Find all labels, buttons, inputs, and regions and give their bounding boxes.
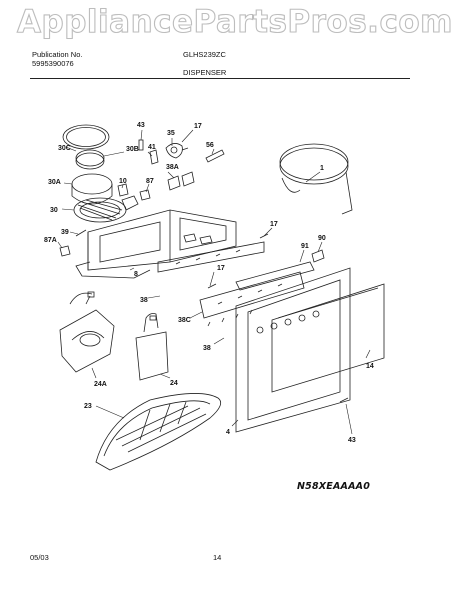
screw-43-bottom bbox=[339, 397, 349, 403]
front-panel-4 bbox=[235, 267, 351, 433]
callout-35: 35 bbox=[167, 130, 175, 137]
callout-30b: 30B bbox=[126, 146, 139, 153]
callout-43b: 43 bbox=[348, 437, 356, 444]
publication-label: Publication No. bbox=[32, 50, 83, 59]
ring-30c bbox=[62, 124, 110, 150]
callout-1: 1 bbox=[320, 165, 324, 172]
section-title: DISPENSER bbox=[183, 68, 227, 77]
callout-30c: 30C bbox=[58, 145, 71, 152]
board-38-lower bbox=[199, 271, 305, 327]
callout-4: 4 bbox=[226, 429, 230, 436]
publication-number: 5995390076 bbox=[32, 59, 74, 68]
housing-30a bbox=[71, 173, 113, 205]
flapper-24 bbox=[135, 313, 169, 381]
tabs-38a bbox=[167, 171, 195, 191]
callout-38a: 38A bbox=[166, 164, 179, 171]
diagram-code: N58XEAAAA0 bbox=[297, 481, 371, 492]
drip-tray-23 bbox=[95, 393, 222, 471]
callout-labels: 43 17 35 30C 30B 41 56 1 30A 10 87 38A 3… bbox=[44, 122, 374, 444]
footer-date: 05/03 bbox=[30, 553, 49, 562]
callout-17c: 17 bbox=[217, 265, 225, 272]
board-38-upper bbox=[157, 241, 265, 273]
callout-90: 90 bbox=[318, 235, 326, 242]
callout-14: 14 bbox=[366, 363, 374, 370]
callout-10: 10 bbox=[119, 178, 127, 185]
callout-17: 17 bbox=[194, 123, 202, 130]
callout-38b: 38 bbox=[203, 345, 211, 352]
bezel-91 bbox=[235, 249, 325, 291]
watermark-logo: AppliancePartsPros.com bbox=[16, 3, 453, 40]
overlay-14 bbox=[271, 283, 385, 393]
tube-1 bbox=[279, 143, 353, 215]
callout-38c: 38C bbox=[178, 317, 191, 324]
chute-door-24a bbox=[59, 291, 115, 373]
callout-23: 23 bbox=[84, 403, 92, 410]
disc-30b bbox=[75, 149, 105, 170]
small-parts-top bbox=[117, 139, 225, 201]
page-number: 14 bbox=[213, 553, 222, 562]
callout-24a: 24A bbox=[94, 381, 107, 388]
callout-30a: 30A bbox=[48, 179, 61, 186]
screws-17 bbox=[181, 147, 269, 289]
callout-43: 43 bbox=[137, 122, 145, 129]
pin-39 bbox=[75, 229, 87, 237]
model-number: GLHS239ZC bbox=[183, 50, 226, 59]
leader-lines bbox=[57, 129, 371, 435]
clip-87a bbox=[59, 245, 71, 257]
callout-41: 41 bbox=[148, 144, 156, 151]
callout-87a: 87A bbox=[44, 237, 57, 244]
callout-30: 30 bbox=[50, 207, 58, 214]
callout-38: 38 bbox=[140, 297, 148, 304]
callout-17b: 17 bbox=[270, 221, 278, 228]
frame-8 bbox=[75, 209, 237, 279]
callout-39: 39 bbox=[61, 229, 69, 236]
callout-8: 8 bbox=[134, 271, 138, 278]
callout-91: 91 bbox=[301, 243, 309, 250]
gear-housing-30 bbox=[73, 195, 139, 223]
callout-87: 87 bbox=[146, 178, 154, 185]
callout-24: 24 bbox=[170, 380, 178, 387]
callout-56: 56 bbox=[206, 142, 214, 149]
header-rule bbox=[30, 78, 410, 79]
